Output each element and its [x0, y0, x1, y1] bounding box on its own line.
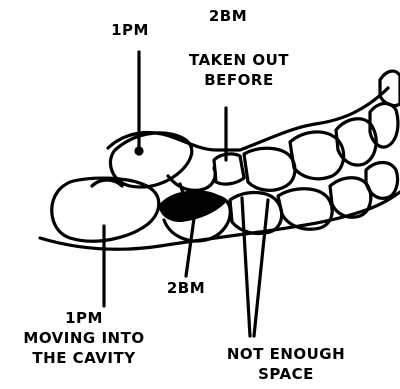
label-not-enough-line-1: NOT ENOUGH	[196, 344, 376, 364]
label-not-enough-space: NOT ENOUGH SPACE	[196, 344, 376, 384]
label-first-premolar-top: 1PM	[98, 20, 162, 40]
leader-not-enough-left	[242, 198, 250, 336]
label-taken-out-line-2: BEFORE	[164, 70, 314, 90]
lower-premolar-cusp	[92, 180, 122, 186]
upper-molar-4	[370, 103, 398, 147]
upper-molar-5	[380, 71, 400, 106]
lower-molar-3	[330, 178, 371, 218]
label-first-premolar-bottom-line-1: 1PM	[2, 308, 166, 328]
label-first-premolar-bottom-line-3: THE CAVITY	[2, 348, 166, 368]
label-not-enough-line-2: SPACE	[196, 364, 376, 384]
label-second-premolar-bottom: 2BM	[154, 278, 218, 298]
first-premolar-cusp	[168, 168, 215, 190]
upper-gum-line	[108, 88, 388, 150]
label-taken-out-line-1: TAKEN OUT	[164, 50, 314, 70]
upper-molar-1	[244, 148, 295, 190]
lower-molar-4	[366, 163, 398, 199]
lower-molar-2	[278, 189, 332, 230]
label-taken-out-before: TAKEN OUT BEFORE	[164, 50, 314, 90]
leader-not-enough-right	[254, 200, 268, 336]
extraction-gap-outline	[214, 154, 244, 184]
label-first-premolar-bottom-line-2: MOVING INTO	[2, 328, 166, 348]
label-first-premolar-bottom: 1PM MOVING INTO THE CAVITY	[2, 308, 166, 368]
label-second-premolar-top: 2BM	[196, 6, 260, 26]
lower-molar-1	[230, 193, 282, 234]
